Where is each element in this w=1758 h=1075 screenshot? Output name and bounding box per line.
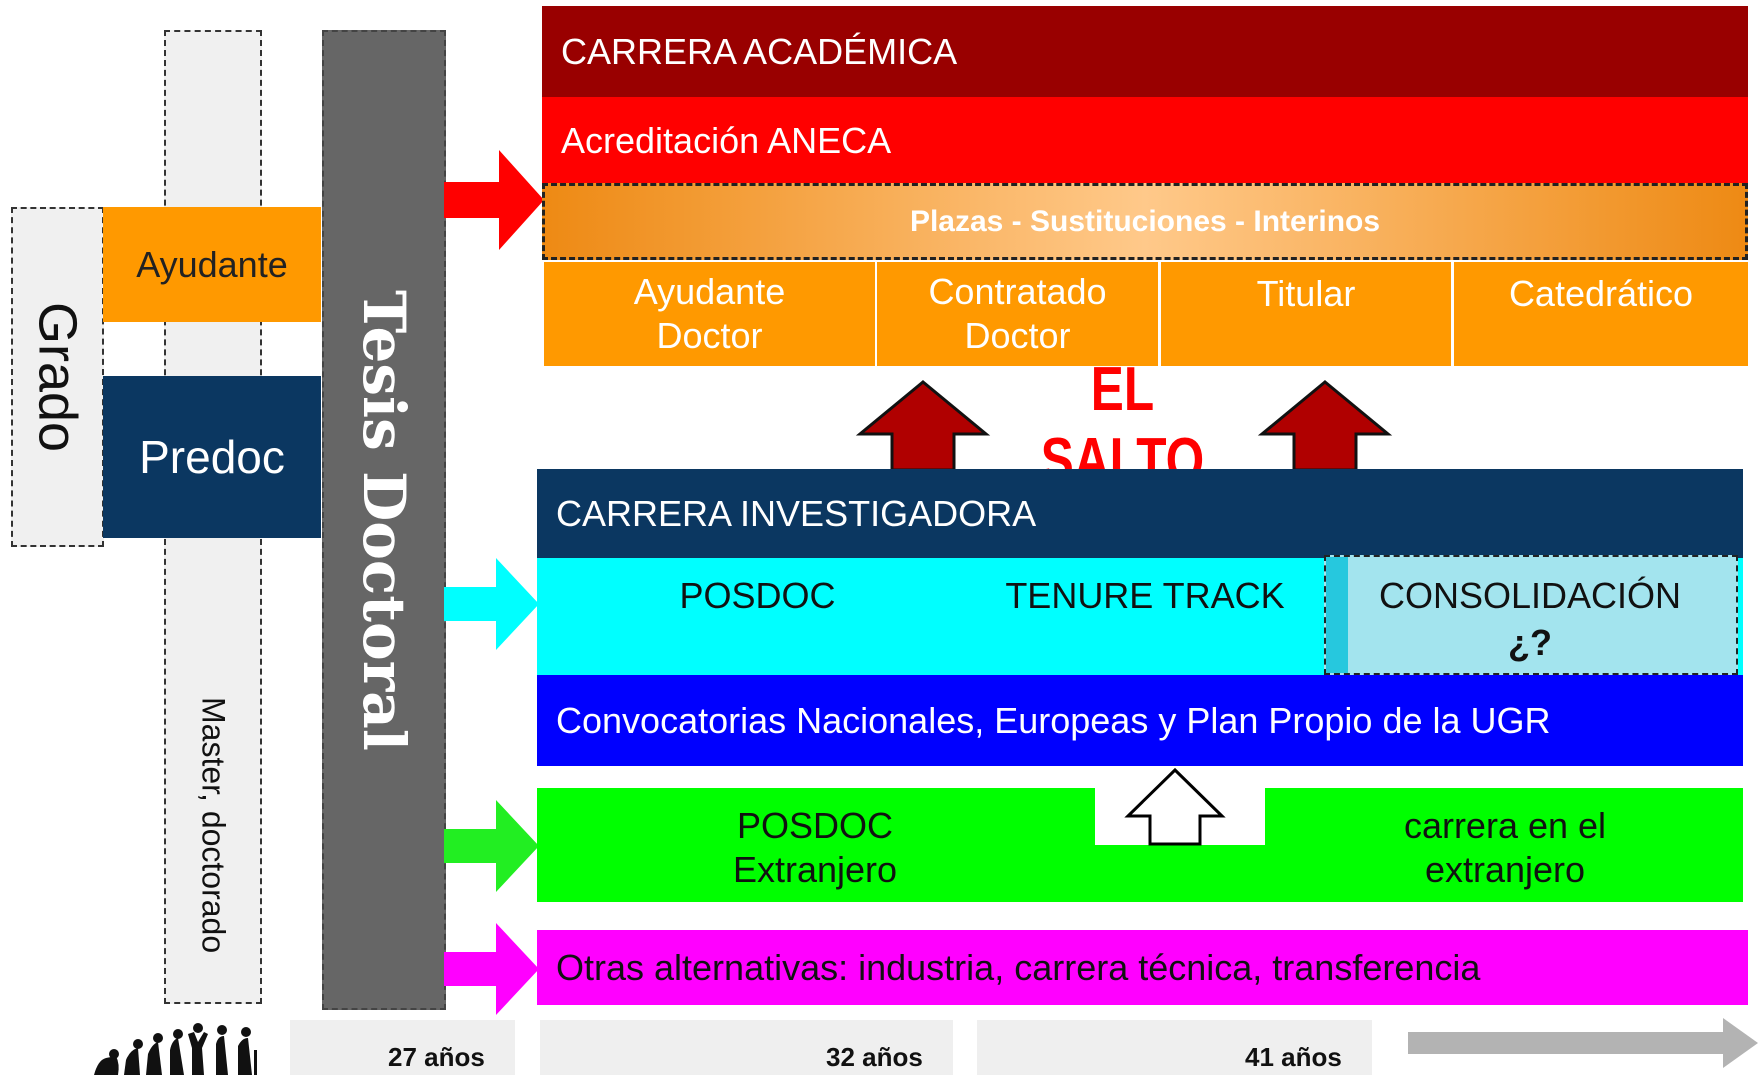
consolidacion-strip bbox=[1326, 557, 1348, 673]
posdoc-extranjero-line1: POSDOC bbox=[736, 804, 894, 846]
otras-row: Otras alternativas: industria, carrera t… bbox=[537, 930, 1748, 1005]
red-arrow bbox=[444, 150, 544, 250]
consolidacion-label: CONSOLIDACIÓN bbox=[1378, 575, 1682, 616]
position-line2: Doctor bbox=[964, 315, 1071, 356]
posdoc-label: POSDOC bbox=[679, 575, 836, 616]
convocatorias-row: Convocatorias Nacionales, Europeas y Pla… bbox=[537, 675, 1743, 766]
position-contratado-doctor: Contratado Doctor bbox=[877, 262, 1158, 366]
ayudante-box: Ayudante bbox=[103, 207, 321, 322]
tesis-label: Tesis Doctoral bbox=[350, 289, 418, 751]
timeline-segment-1 bbox=[290, 1020, 515, 1075]
academica-title: CARRERA ACADÉMICA bbox=[542, 6, 1748, 98]
age-label-32: 32 años bbox=[826, 1042, 923, 1072]
posdoc-extranjero-line2: Extranjero bbox=[732, 848, 898, 890]
position-ayudante-doctor: Ayudante Doctor bbox=[544, 262, 875, 366]
position-line2: Doctor bbox=[656, 315, 763, 356]
human-evolution-icon bbox=[94, 1023, 257, 1075]
predoc-box: Predoc bbox=[103, 376, 321, 538]
timeline-segment-2 bbox=[540, 1020, 953, 1075]
carrera-extranjero-line2: extranjero bbox=[1424, 848, 1586, 890]
timeline-segment-3 bbox=[977, 1020, 1372, 1075]
posdoc-extranjero-label: POSDOC Extranjero bbox=[680, 800, 950, 895]
master-label: Master, doctorado bbox=[195, 696, 232, 954]
salto-label: EL SALTO bbox=[1040, 355, 1205, 495]
tenure-track-label: TENURE TRACK bbox=[1005, 575, 1285, 616]
position-line1: Ayudante bbox=[633, 271, 786, 312]
magenta-arrow bbox=[444, 923, 539, 1015]
position-line1: Contratado bbox=[928, 271, 1107, 312]
up-arrow-hollow-icon bbox=[1124, 767, 1226, 846]
carrera-extranjero-line1: carrera en el bbox=[1403, 804, 1607, 846]
position-titular: Titular bbox=[1161, 262, 1451, 366]
consolidacion-question: ¿? bbox=[1508, 622, 1552, 663]
grado-box bbox=[11, 207, 104, 547]
position-catedratico: Catedrático bbox=[1454, 262, 1748, 366]
investigadora-title: CARRERA INVESTIGADORA bbox=[537, 469, 1743, 559]
aneca-row: Acreditación ANECA bbox=[542, 97, 1748, 185]
plazas-row: Plazas - Sustituciones - Interinos bbox=[542, 183, 1748, 260]
green-arrow bbox=[444, 800, 539, 892]
grado-label: Grado bbox=[27, 301, 88, 453]
cyan-arrow bbox=[444, 558, 539, 650]
tesis-bar bbox=[322, 30, 446, 1010]
salto-up-arrow-left bbox=[855, 380, 991, 472]
green-mid-block bbox=[1040, 845, 1370, 902]
carrera-extranjero-label: carrera en el extranjero bbox=[1360, 800, 1650, 895]
salto-up-arrow-right bbox=[1257, 380, 1393, 472]
age-label-27: 27 años bbox=[388, 1042, 485, 1072]
timeline-arrow-icon bbox=[1408, 1018, 1758, 1068]
green-left-block bbox=[537, 788, 1095, 902]
position-line1: Catedrático bbox=[1508, 273, 1694, 314]
position-line1: Titular bbox=[1256, 273, 1356, 314]
age-label-41: 41 años bbox=[1245, 1042, 1342, 1072]
consolidacion-box bbox=[1324, 555, 1738, 675]
